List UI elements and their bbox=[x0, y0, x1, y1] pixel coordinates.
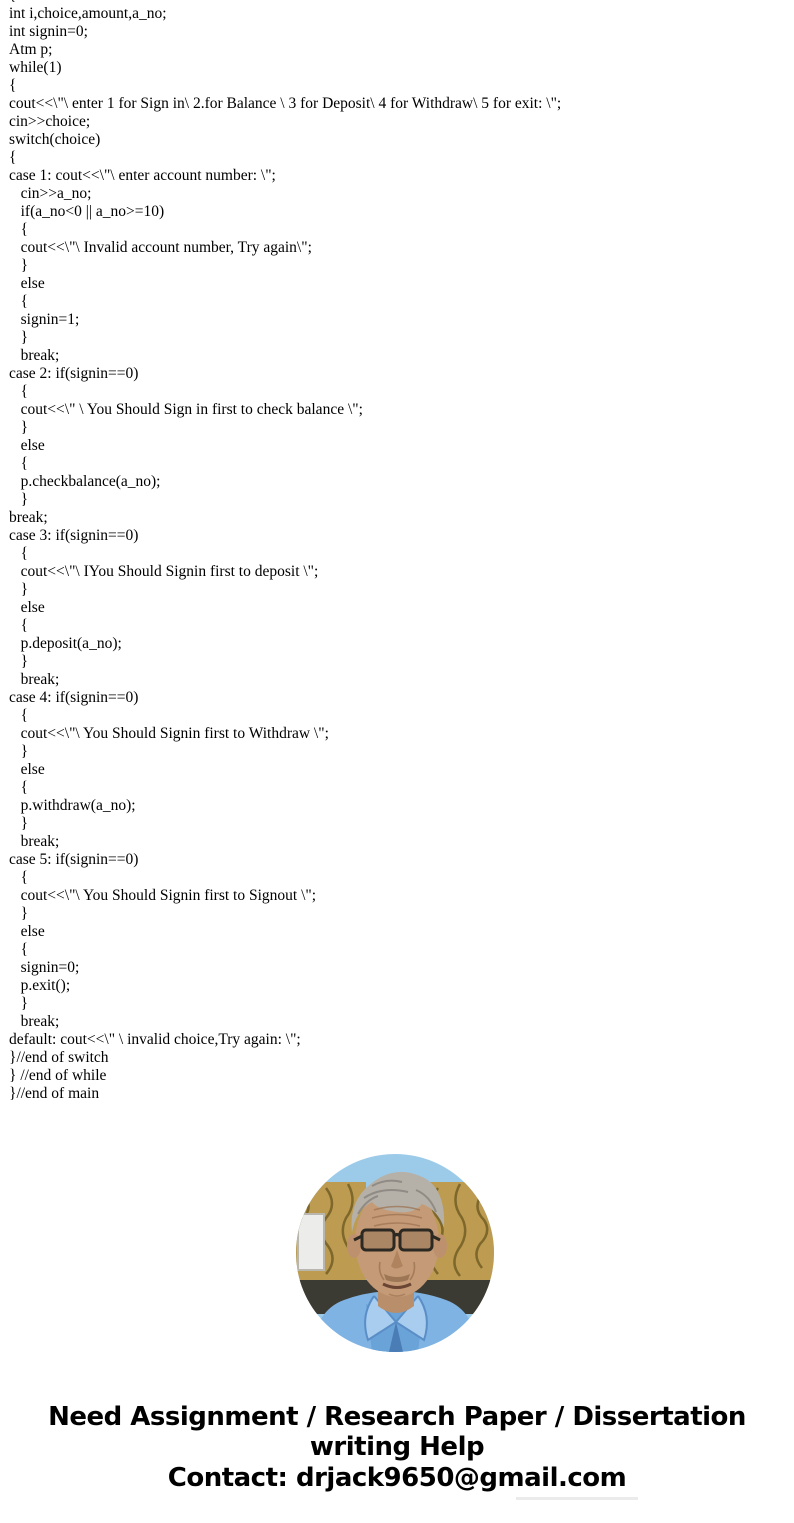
footer-heading-line1: Need Assignment / Research Paper / Disse… bbox=[48, 1402, 746, 1432]
avatar-mouth bbox=[382, 1282, 412, 1289]
avatar-nose bbox=[391, 1250, 403, 1269]
instructor-avatar-graphic bbox=[296, 1154, 494, 1352]
avatar-collar-left bbox=[364, 1295, 398, 1342]
avatar-face-folds bbox=[378, 1261, 416, 1281]
avatar-face bbox=[355, 1187, 439, 1297]
gray-bar-artifact bbox=[516, 1497, 638, 1500]
instructor-avatar bbox=[296, 1154, 494, 1352]
footer-contact: Contact: drjack9650@gmail.com bbox=[167, 1463, 627, 1493]
avatar-chin-crease bbox=[388, 1293, 406, 1297]
avatar-collar-opening bbox=[389, 1322, 403, 1352]
avatar-hair-strands bbox=[357, 1179, 437, 1215]
footer-ad: Need Assignment / Research Paper / Disse… bbox=[0, 1402, 794, 1493]
avatar-forehead-wrinkles bbox=[371, 1205, 423, 1227]
avatar-glasses bbox=[353, 1228, 441, 1252]
avatar-mustache bbox=[384, 1274, 410, 1282]
avatar-ear-right bbox=[433, 1234, 447, 1258]
avatar-wall-frame bbox=[297, 1213, 325, 1271]
footer-heading-line2: writing Help bbox=[309, 1432, 485, 1462]
avatar-hair bbox=[351, 1171, 445, 1232]
avatar-ear-left bbox=[347, 1234, 361, 1258]
cpp-code-listing: { int i,choice,amount,a_no; int signin=0… bbox=[9, 0, 562, 1102]
avatar-collar-right bbox=[394, 1295, 428, 1342]
